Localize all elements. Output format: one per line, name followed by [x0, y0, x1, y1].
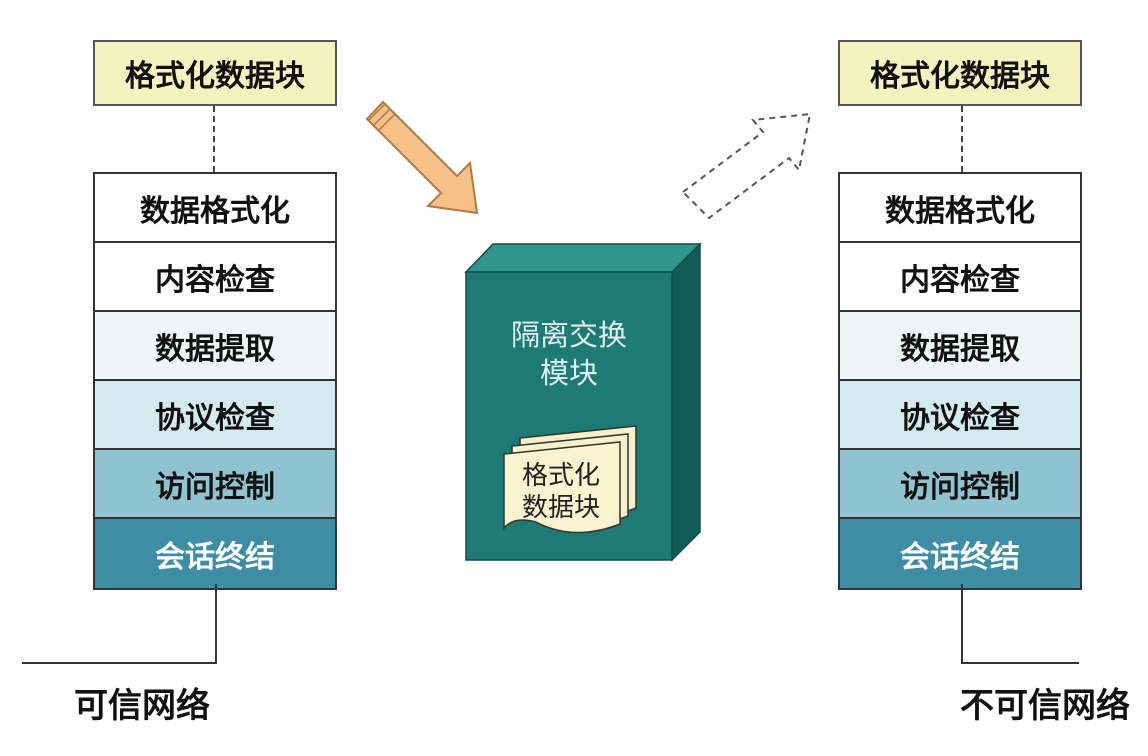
left-layer-data-formatting: 数据格式化 — [95, 174, 335, 243]
left-layer-session-termination: 会话终结 — [95, 519, 335, 588]
cube-side-face — [671, 242, 701, 562]
module-title-line1: 隔离交换 — [511, 318, 627, 352]
right-formatted-data-block: 格式化数据块 — [838, 40, 1082, 106]
right-layer-protocol-inspection: 协议检查 — [840, 381, 1080, 450]
doc-label-line2: 数据块 — [522, 493, 600, 523]
right-network-connector-horizontal — [961, 662, 1079, 664]
left-network-connector-vertical — [215, 584, 217, 664]
right-network-connector-vertical — [961, 584, 963, 664]
module-title-line2: 模块 — [540, 356, 598, 390]
left-network-connector-horizontal — [22, 662, 217, 664]
left-dashed-connector — [213, 106, 215, 172]
outgoing-arrow-icon — [681, 112, 812, 220]
left-layer-stack: 数据格式化 内容检查 数据提取 协议检查 访问控制 会话终结 — [93, 172, 337, 590]
untrusted-network-label: 不可信网络 — [960, 686, 1130, 726]
left-layer-content-inspection: 内容检查 — [95, 243, 335, 312]
right-layer-session-termination: 会话终结 — [840, 519, 1080, 588]
left-layer-protocol-inspection: 协议检查 — [95, 381, 335, 450]
right-layer-content-inspection: 内容检查 — [840, 243, 1080, 312]
formatted-data-doc-icon — [503, 425, 637, 534]
right-layer-data-extraction: 数据提取 — [840, 312, 1080, 381]
incoming-arrow-icon — [365, 100, 479, 215]
right-layer-data-formatting: 数据格式化 — [840, 174, 1080, 243]
left-layer-access-control: 访问控制 — [95, 450, 335, 519]
left-formatted-data-block: 格式化数据块 — [93, 40, 337, 106]
right-layer-stack: 数据格式化 内容检查 数据提取 协议检查 访问控制 会话终结 — [838, 172, 1082, 590]
left-layer-data-extraction: 数据提取 — [95, 312, 335, 381]
trusted-network-label: 可信网络 — [74, 686, 210, 726]
doc-label-line1: 格式化 — [522, 461, 600, 491]
cube-top-face — [464, 243, 702, 273]
right-dashed-connector — [961, 106, 963, 172]
right-layer-access-control: 访问控制 — [840, 450, 1080, 519]
